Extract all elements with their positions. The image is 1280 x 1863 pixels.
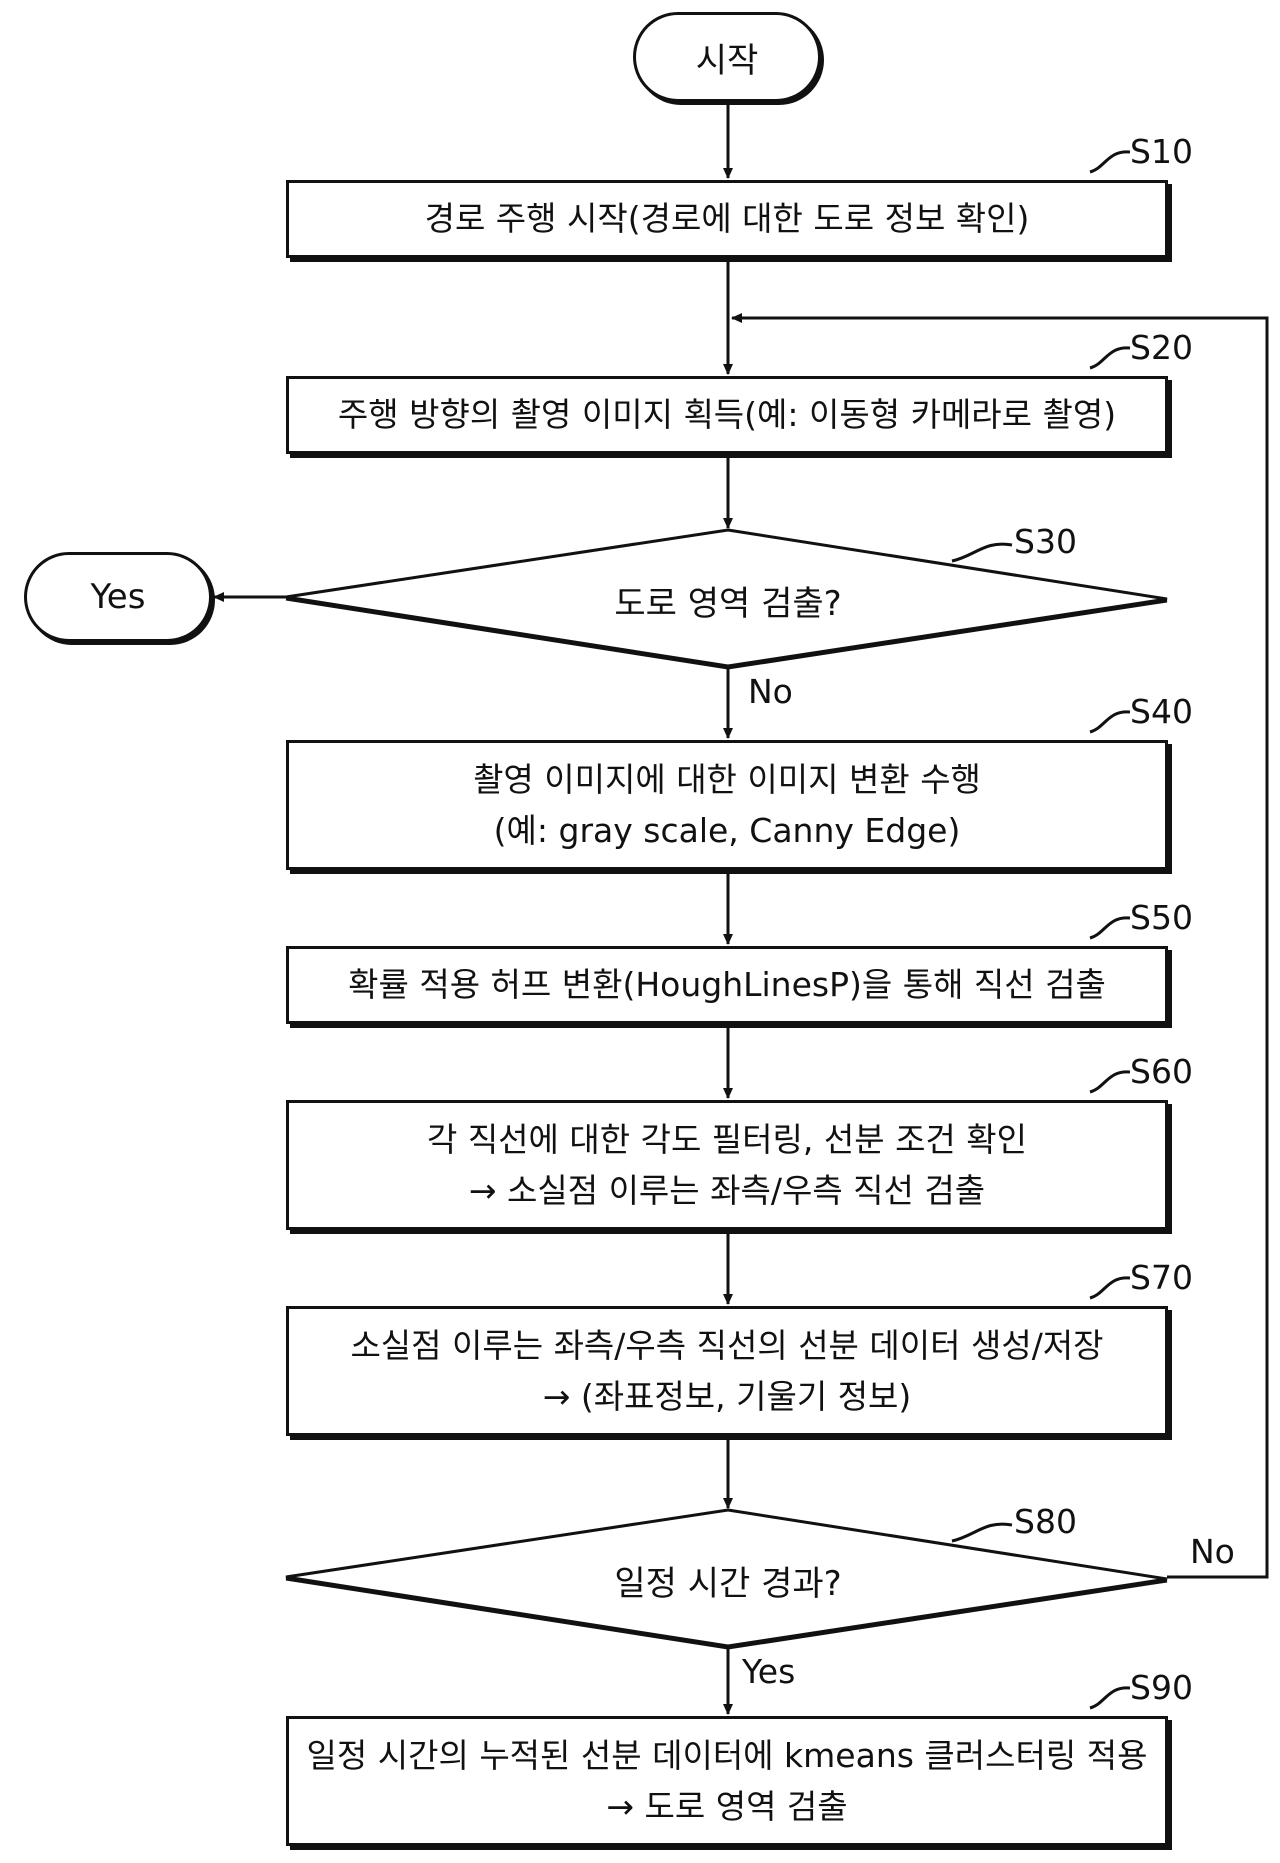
s90-step-label: S90	[1130, 1668, 1193, 1707]
s40-text-line2: (예: gray scale, Canny Edge)	[493, 811, 961, 850]
step-s20-box: 주행 방향의 촬영 이미지 획득(예: 이동형 카메라로 촬영)	[286, 376, 1168, 454]
s80-diamond	[285, 1508, 1168, 1648]
s20-text: 주행 방향의 촬영 이미지 획득(예: 이동형 카메라로 촬영)	[337, 395, 1117, 435]
leader-s60	[1089, 1070, 1131, 1094]
step-s10-box: 경로 주행 시작(경로에 대한 도로 정보 확인)	[286, 180, 1168, 258]
s10-step-label: S10	[1130, 132, 1193, 171]
leader-s70	[1089, 1276, 1131, 1300]
s70-text-line1: 소실점 이루는 좌측/우측 직선의 선분 데이터 생성/저장	[350, 1325, 1104, 1365]
step-s40-box: 촬영 이미지에 대한 이미지 변환 수행 (예: gray scale, Can…	[286, 740, 1168, 870]
s50-step-label: S50	[1130, 898, 1193, 937]
s70-step-label: S70	[1130, 1258, 1193, 1297]
leader-s50	[1089, 916, 1131, 940]
step-s60-box: 각 직선에 대한 각도 필터링, 선분 조건 확인 → 소실점 이루는 좌측/우…	[286, 1100, 1168, 1230]
s30-question: 도로 영역 검출?	[614, 584, 842, 624]
s80-no-label: No	[1190, 1532, 1235, 1571]
yes-terminal-label: Yes	[90, 577, 146, 617]
s60-text-line1: 각 직선에 대한 각도 필터링, 선분 조건 확인	[426, 1119, 1028, 1159]
leader-s90	[1089, 1686, 1131, 1710]
s60-text-line2: → 소실점 이루는 좌측/우측 직선 검출	[468, 1171, 986, 1210]
step-s90-box: 일정 시간의 누적된 선분 데이터에 kmeans 클러스터링 적용 → 도로 …	[286, 1716, 1168, 1846]
leader-s80	[951, 1522, 1013, 1543]
s90-text-line1: 일정 시간의 누적된 선분 데이터에 kmeans 클러스터링 적용	[306, 1735, 1148, 1775]
yes-terminal: Yes	[24, 552, 212, 642]
s30-diamond	[285, 528, 1168, 668]
s30-no-label: No	[748, 672, 793, 711]
arrow-s80-no-loop	[731, 313, 1269, 1579]
start-terminal: 시작	[633, 12, 821, 102]
leader-s40	[1089, 710, 1131, 734]
leader-s30	[951, 542, 1013, 563]
s80-yes-label: Yes	[742, 1652, 796, 1691]
s60-step-label: S60	[1130, 1052, 1193, 1091]
s50-text: 확률 적용 허프 변환(HoughLinesP)을 통해 직선 검출	[348, 965, 1106, 1005]
leader-s10	[1089, 150, 1131, 174]
step-s70-box: 소실점 이루는 좌측/우측 직선의 선분 데이터 생성/저장 → (좌표정보, …	[286, 1306, 1168, 1436]
s40-text-line1: 촬영 이미지에 대한 이미지 변환 수행	[473, 759, 981, 799]
s90-text-line2: → 도로 영역 검출	[606, 1787, 848, 1826]
step-s50-box: 확률 적용 허프 변환(HoughLinesP)을 통해 직선 검출	[286, 946, 1168, 1024]
leader-s20	[1089, 346, 1131, 370]
s80-question: 일정 시간 경과?	[614, 1564, 842, 1604]
s10-text: 경로 주행 시작(경로에 대한 도로 정보 확인)	[424, 199, 1030, 239]
s40-step-label: S40	[1130, 692, 1193, 731]
start-label: 시작	[695, 40, 759, 81]
s70-text-line2: → (좌표정보, 기울기 정보)	[542, 1377, 912, 1416]
s80-step-label: S80	[1014, 1502, 1077, 1541]
s20-step-label: S20	[1130, 328, 1193, 367]
s30-step-label: S30	[1014, 522, 1077, 561]
